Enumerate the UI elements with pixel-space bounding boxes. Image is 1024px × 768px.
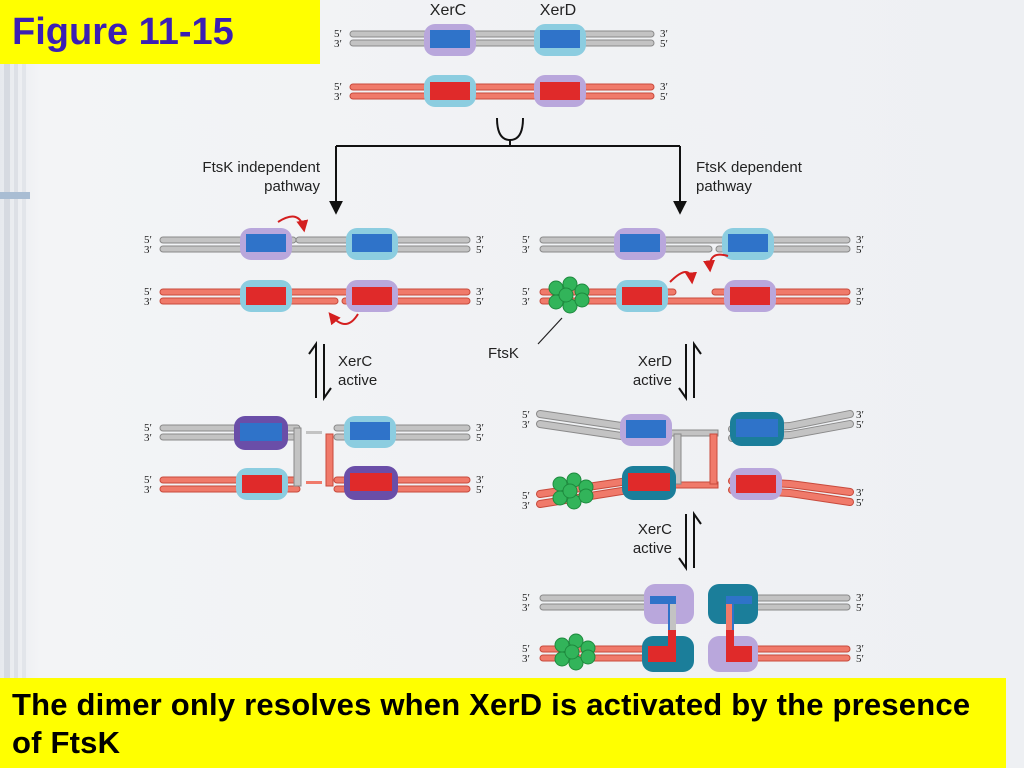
ftsk-label: FtsK: [488, 345, 519, 362]
svg-text:5′: 5′: [856, 419, 864, 431]
xer-recombination-diagram: XerC XerD 5′ 3′ 3′ 5′ 5′ 3′ 3′ 5′ FtsK i…: [144, 2, 864, 672]
svg-text:5′: 5′: [144, 422, 152, 434]
svg-text:5′: 5′: [522, 234, 530, 246]
right-step2-ends: 5′ 3′ 3′ 5′ 5′ 3′ 3′ 5′: [522, 409, 864, 512]
svg-text:5′: 5′: [856, 244, 864, 256]
left-equilibrium-arrow: [308, 340, 332, 402]
ftsk-motor: [552, 472, 594, 510]
left-accent-bar: [0, 192, 30, 199]
svg-text:3′: 3′: [476, 234, 484, 246]
svg-text:5′: 5′: [144, 286, 152, 298]
right-equilibrium-arrow-2: [678, 510, 702, 572]
slide-caption: The dimer only resolves when XerD is act…: [0, 678, 1006, 768]
svg-text:3′: 3′: [856, 234, 864, 246]
svg-text:3′: 3′: [856, 592, 864, 604]
svg-text:3′: 3′: [522, 500, 530, 512]
figure-title: Figure 11-15: [0, 0, 320, 64]
cleavage-arrow: [669, 271, 698, 285]
cleavage-arrow: [703, 253, 729, 273]
svg-text:5′: 5′: [522, 409, 530, 421]
svg-text:5′: 5′: [476, 296, 484, 308]
svg-text:3′: 3′: [334, 38, 342, 50]
svg-text:3′: 3′: [144, 484, 152, 496]
svg-text:3′: 3′: [522, 296, 530, 308]
svg-text:5′: 5′: [522, 286, 530, 298]
right-step3-resolved: [539, 584, 851, 672]
svg-text:3′: 3′: [144, 432, 152, 444]
svg-text:5′: 5′: [660, 91, 668, 103]
top-label-xerd: XerD: [540, 2, 576, 19]
svg-text:5′: 5′: [856, 653, 864, 665]
ftsk-motor: [548, 276, 590, 314]
left-step1-ends: 5′ 3′ 3′ 5′ 5′ 3′ 3′ 5′: [144, 234, 484, 308]
svg-text:5′: 5′: [144, 474, 152, 486]
right-equilibrium-arrow-1: [678, 340, 702, 402]
svg-text:3′: 3′: [856, 487, 864, 499]
cleavage-arrow: [277, 215, 309, 233]
svg-text:5′: 5′: [476, 244, 484, 256]
ftsk-independent-label-line2: pathway: [264, 178, 320, 195]
svg-text:3′: 3′: [476, 286, 484, 298]
svg-text:3′: 3′: [856, 643, 864, 655]
svg-text:3′: 3′: [856, 409, 864, 421]
svg-text:3′: 3′: [522, 419, 530, 431]
right-step1-grey: [539, 228, 851, 260]
cleavage-arrow: [328, 312, 359, 326]
svg-text:5′: 5′: [660, 38, 668, 50]
right-xerc-active-label: XerC: [638, 521, 672, 538]
svg-text:5′: 5′: [522, 592, 530, 604]
svg-text:3′: 3′: [334, 91, 342, 103]
right-step1-ends: 5′ 3′ 3′ 5′ 5′ 3′ 3′ 5′: [522, 234, 864, 308]
svg-text:5′: 5′: [334, 81, 342, 93]
svg-text:5′: 5′: [476, 484, 484, 496]
top-label-xerc: XerC: [430, 2, 466, 19]
right-xerd-active-label-line2: active: [633, 372, 672, 389]
ftsk-dependent-label-line2: pathway: [696, 178, 752, 195]
svg-text:3′: 3′: [856, 286, 864, 298]
svg-text:5′: 5′: [476, 432, 484, 444]
ftsk-pointer-line: [537, 317, 563, 345]
right-xerc-active-label-line2: active: [633, 540, 672, 557]
svg-text:5′: 5′: [522, 643, 530, 655]
svg-text:3′: 3′: [144, 244, 152, 256]
svg-text:3′: 3′: [522, 244, 530, 256]
svg-text:5′: 5′: [856, 602, 864, 614]
svg-text:5′: 5′: [856, 497, 864, 509]
top-strand-ends: 5′ 3′ 3′ 5′ 5′ 3′ 3′ 5′: [334, 28, 668, 103]
right-xerd-active-label: XerD: [638, 353, 672, 370]
svg-text:5′: 5′: [334, 28, 342, 40]
right-step1-red: [539, 280, 851, 312]
svg-text:3′: 3′: [144, 296, 152, 308]
left-step1-red: [159, 280, 471, 312]
left-step2-ends: 5′ 3′ 3′ 5′ 5′ 3′ 3′ 5′: [144, 422, 484, 496]
left-step1-grey: [159, 228, 471, 260]
svg-text:3′: 3′: [660, 28, 668, 40]
svg-text:5′: 5′: [144, 234, 152, 246]
right-step3-ends: 5′ 3′ 3′ 5′ 5′ 3′ 3′ 5′: [522, 592, 864, 665]
svg-text:3′: 3′: [660, 81, 668, 93]
branch-arrows: [329, 117, 687, 215]
left-step2-junction: [159, 416, 471, 500]
ftsk-dependent-label: FtsK dependent: [696, 159, 803, 176]
svg-text:3′: 3′: [522, 653, 530, 665]
svg-text:3′: 3′: [476, 474, 484, 486]
ftsk-independent-label: FtsK independent: [202, 159, 320, 176]
left-xerc-active-label-line2: active: [338, 372, 377, 389]
top-grey-duplex: [349, 24, 655, 56]
svg-text:5′: 5′: [856, 296, 864, 308]
left-xerc-active-label: XerC: [338, 353, 372, 370]
top-red-duplex: [349, 75, 655, 107]
right-step2-junction: [536, 410, 854, 508]
ftsk-motor: [554, 633, 596, 671]
svg-text:3′: 3′: [522, 602, 530, 614]
svg-text:5′: 5′: [522, 490, 530, 502]
svg-text:3′: 3′: [476, 422, 484, 434]
